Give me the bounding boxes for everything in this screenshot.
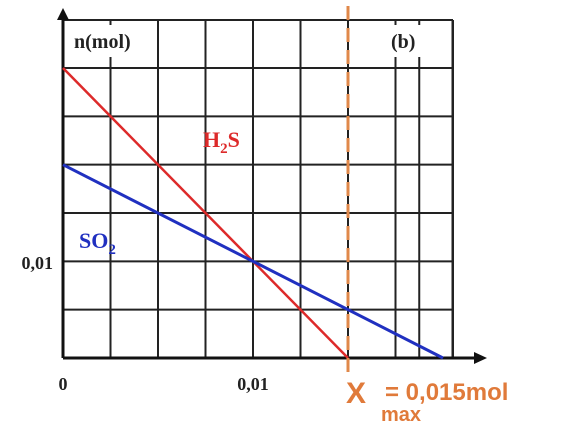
xmax-symbol: X (346, 377, 366, 410)
label-layer: n(mol) (b) H2S SO2 0,01 0 0,01 X max = 0… (22, 25, 508, 426)
series-label-so2-subscript: 2 (108, 242, 116, 258)
series-lines (62, 67, 444, 360)
axes (57, 8, 487, 364)
series-label-h2s-tail: S (228, 127, 240, 152)
panel-label: (b) (391, 31, 415, 53)
series-label-h2s: H2S (203, 127, 240, 157)
series-line-so2 (62, 163, 444, 360)
series-label-h2s-subscript: 2 (220, 141, 228, 157)
grid (63, 19, 454, 358)
series-label-so2: SO2 (79, 228, 116, 258)
series-label-so2-main: SO (79, 228, 108, 253)
panel-label-background (388, 25, 432, 57)
x-axis-arrowhead (474, 352, 487, 364)
y-axis-arrowhead (57, 8, 69, 20)
series-line-h2s (62, 67, 349, 359)
y-axis-label: n(mol) (74, 31, 131, 53)
series-label-h2s-main: H (203, 127, 220, 152)
x-tick-label-0: 0 (59, 374, 68, 394)
xmax-value-text: = 0,015mol (385, 379, 508, 406)
y-tick-label-0-01: 0,01 (22, 253, 54, 273)
xmax-subscript: max (381, 404, 421, 426)
y-axis-label-background (72, 25, 146, 57)
x-tick-label-0-01: 0,01 (237, 374, 269, 394)
